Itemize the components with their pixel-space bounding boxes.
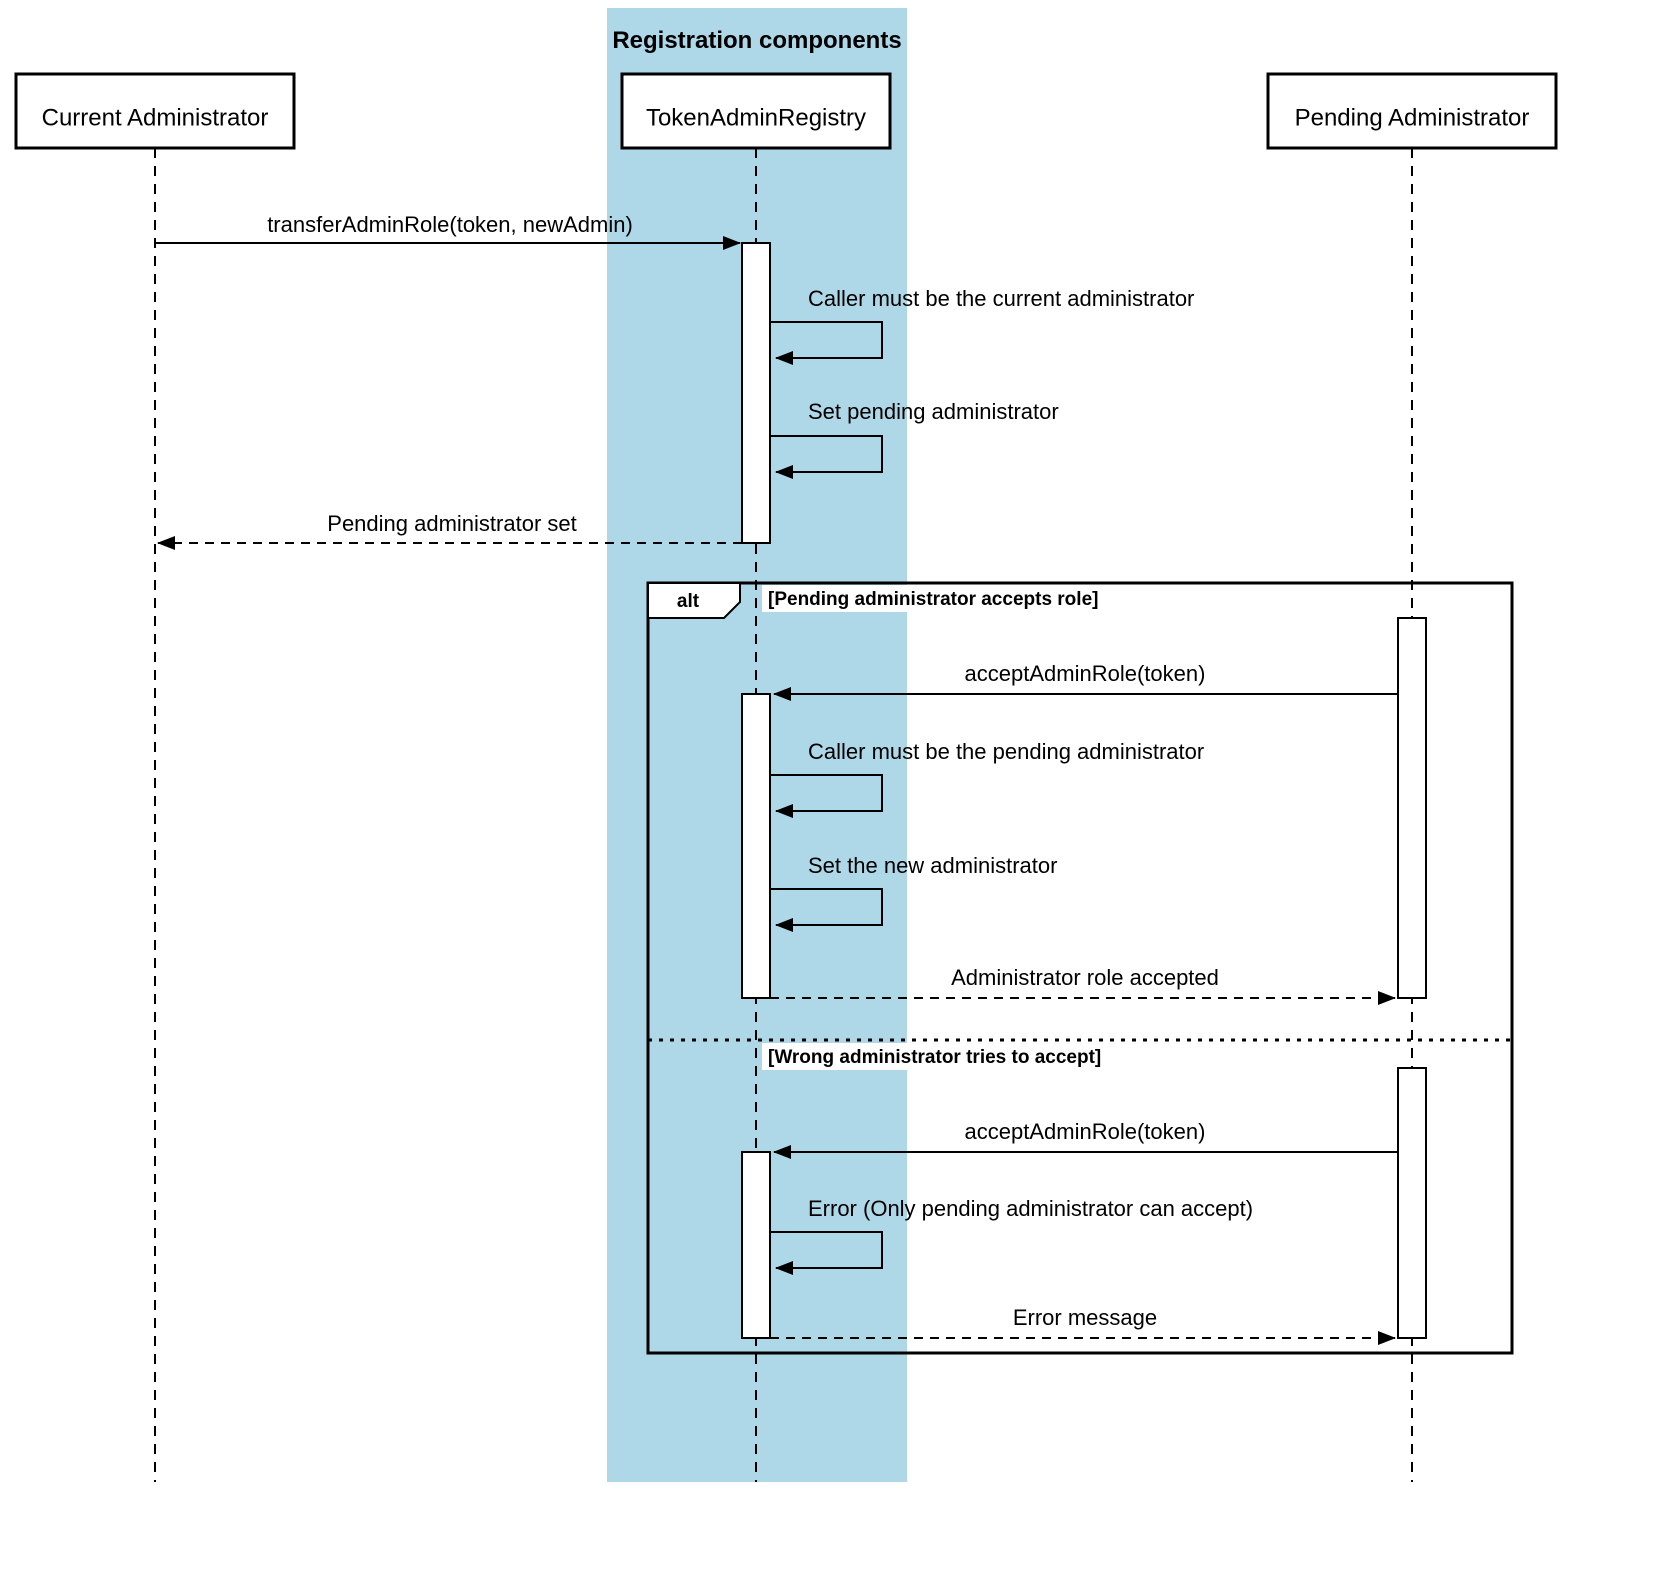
- activation-registry-2: [741, 693, 771, 999]
- activation-registry-1: [741, 242, 771, 544]
- activation-pending-1: [1397, 617, 1427, 999]
- self-arrow-check-current-admin: [770, 321, 883, 365]
- participant-box-current-administrator: [14, 72, 296, 150]
- self-arrow-set-pending-admin: [770, 435, 883, 479]
- message-label-transfer-admin-role: transferAdminRole(token, newAdmin): [267, 212, 633, 237]
- participant-label-pending-administrator: Pending Administrator: [1295, 105, 1530, 132]
- participant-label-token-admin-registry: TokenAdminRegistry: [646, 105, 866, 132]
- participant-box-token-admin-registry: [620, 72, 892, 150]
- message-label-accept-admin-role-2: acceptAdminRole(token): [965, 1119, 1206, 1144]
- message-label-check-pending-admin: Caller must be the pending administrator: [808, 739, 1204, 764]
- message-label-check-current-admin: Caller must be the current administrator: [808, 286, 1194, 311]
- alt-operator-label: alt: [677, 591, 700, 612]
- message-label-role-accepted-return: Administrator role accepted: [951, 965, 1219, 990]
- alt-condition-2-label: [Wrong administrator tries to accept]: [768, 1047, 1101, 1068]
- alt-operator-pentagon: [647, 582, 741, 619]
- message-label-set-pending-admin: Set pending administrator: [808, 399, 1059, 424]
- self-arrow-set-new-admin: [770, 888, 883, 932]
- message-label-pending-set-return: Pending administrator set: [327, 511, 576, 536]
- alt-frame: [646, 581, 1514, 1355]
- message-label-error-return: Error message: [1013, 1305, 1157, 1330]
- self-arrow-error: [770, 1231, 883, 1275]
- alt-condition-2-bg: [762, 1043, 1102, 1070]
- message-label-accept-admin-role-1: acceptAdminRole(token): [965, 661, 1206, 686]
- participant-box-pending-administrator: [1266, 72, 1558, 150]
- activation-registry-3: [741, 1151, 771, 1339]
- group-title: Registration components: [612, 27, 901, 54]
- message-label-set-new-admin: Set the new administrator: [808, 853, 1057, 878]
- alt-condition-1-bg: [762, 585, 1092, 612]
- self-arrow-check-pending-admin: [770, 774, 883, 818]
- activation-pending-2: [1397, 1067, 1427, 1339]
- participant-label-current-administrator: Current Administrator: [42, 105, 269, 132]
- message-label-error-self: Error (Only pending administrator can ac…: [808, 1196, 1253, 1221]
- alt-condition-1-label: [Pending administrator accepts role]: [768, 589, 1098, 610]
